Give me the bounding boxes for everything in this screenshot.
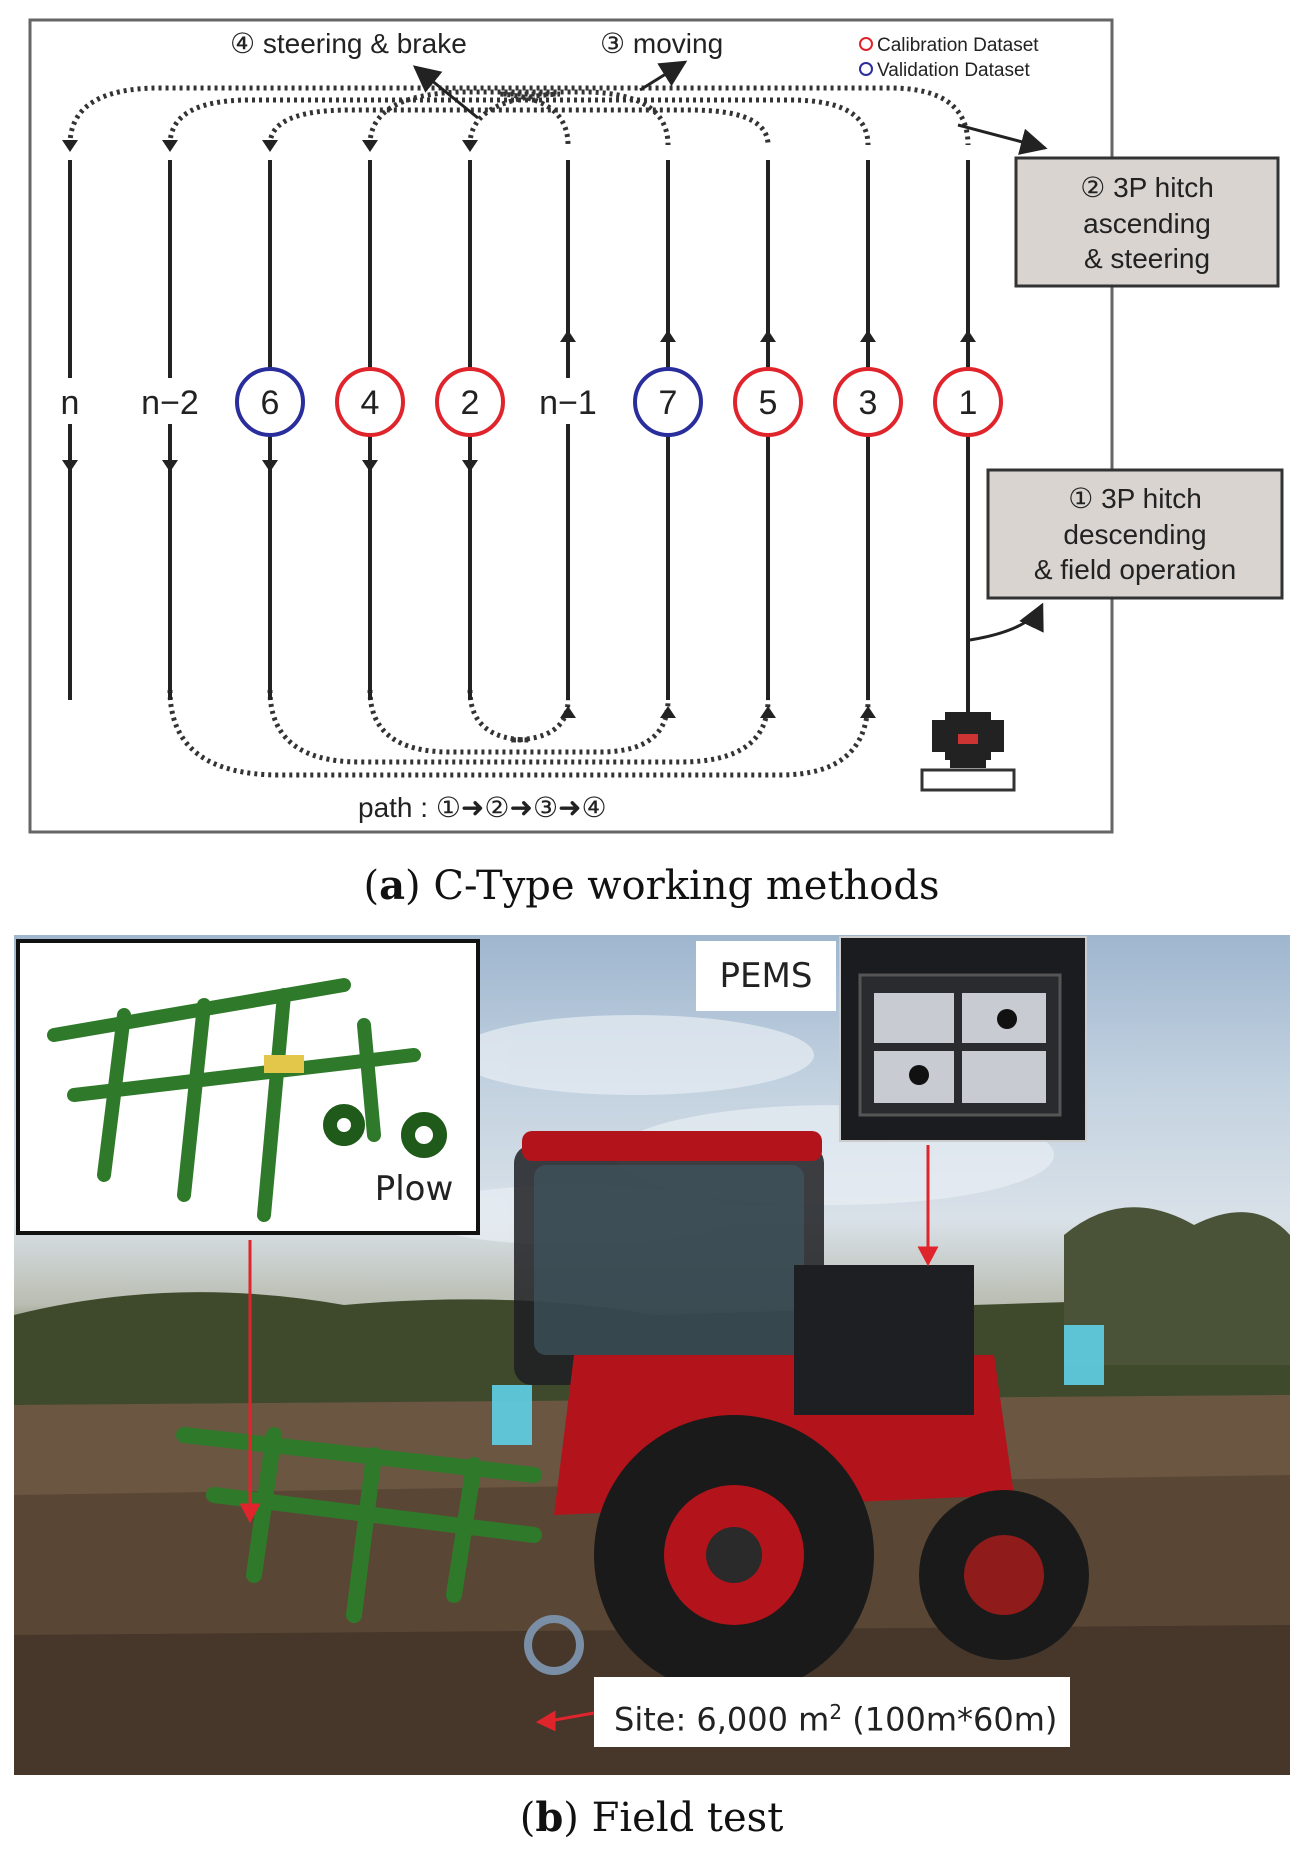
caption-a-text: ) C-Type working methods: [405, 863, 940, 909]
legend-calibration: Calibration Dataset: [877, 35, 1039, 56]
legend-validation: Validation Dataset: [877, 60, 1031, 81]
tractor-icon: [920, 712, 1016, 792]
box-1-line-3: & field operation: [1034, 554, 1236, 585]
c-type-working-methods-diagram: n n−2 6 4 2 n−1 7 5 3 1 ④ steering & bra…: [28, 18, 1284, 834]
lane-label-4: 4: [361, 384, 380, 422]
pems-label: PEMS: [696, 941, 836, 1011]
lane-circle-6: [235, 367, 305, 437]
box-2-line-2: ascending: [1083, 208, 1211, 239]
label-path: path : ①➜②➜③➜④: [358, 792, 607, 823]
lane-label-2: 2: [461, 384, 480, 422]
arrow-steering-brake: [412, 65, 479, 120]
field-test-scene: [14, 936, 1290, 1775]
lane-markers: [50, 367, 1003, 437]
caption-a-letter: a: [379, 862, 406, 909]
lane-label-7: 7: [659, 384, 678, 422]
field-test-photo: PEMS Plow Site: 6,000 m2 (100m*60m): [14, 935, 1290, 1775]
lane-label-3: 3: [859, 384, 878, 422]
arrow-to-box-2: [957, 123, 1048, 155]
top-turn-paths: [67, 85, 971, 146]
lane-labels: n n−2 6 4 2 n−1 7 5 3 1: [61, 384, 978, 422]
bottom-turn-paths: [167, 689, 871, 778]
legend-calibration-marker: [859, 37, 873, 51]
legend: Calibration Dataset Validation Dataset: [859, 35, 1039, 81]
box-2-line-1: ② 3P hitch: [1080, 172, 1214, 203]
lane-circle-2: [435, 367, 505, 437]
site-label: Site: 6,000 m2 (100m*60m): [594, 1677, 1070, 1747]
lane-circle-4: [335, 367, 405, 437]
plow-in-field: [176, 1427, 542, 1623]
caption-a: (a) C-Type working methods: [363, 862, 940, 909]
box-1-line-2: descending: [1063, 519, 1206, 550]
pems-label-text: PEMS: [719, 956, 813, 996]
box-hitch-ascending: [1014, 156, 1280, 288]
arrow-moving: [639, 60, 688, 92]
box-1-line-1: ① 3P hitch: [1068, 483, 1202, 514]
box-2-line-3: & steering: [1084, 243, 1210, 274]
caption-b-text: ) Field test: [563, 1795, 784, 1841]
caption-b: (b) Field test: [519, 1794, 784, 1841]
lane-circle-3: [833, 367, 903, 437]
tractor: [492, 1131, 1104, 1695]
label-steering-brake: ④ steering & brake: [230, 28, 467, 59]
direction-arrows: [62, 140, 976, 718]
plow-label-text: Plow: [374, 1169, 454, 1209]
lane-label-5: 5: [759, 384, 778, 422]
red-arrows: [239, 1145, 939, 1732]
lane-label-n-2: n−2: [141, 384, 199, 422]
box-hitch-descending: [986, 468, 1284, 600]
diagram-frame: [28, 18, 1114, 834]
caption-b-letter: b: [535, 1794, 564, 1841]
plow-label: Plow: [358, 1153, 470, 1225]
label-moving: ③ moving: [600, 28, 723, 59]
lane-label-6: 6: [261, 384, 280, 422]
site-label-superscript: 2: [829, 1700, 843, 1724]
site-label-text: Site: 6,000 m: [614, 1700, 830, 1739]
lane-label-1: 1: [959, 384, 978, 422]
lane-circle-7: [633, 367, 703, 437]
legend-validation-marker: [859, 62, 873, 76]
lane-circle-5: [733, 367, 803, 437]
lane-label-n-1: n−1: [539, 384, 597, 422]
lane-circle-1: [933, 367, 1003, 437]
site-label-dimensions: (100m*60m): [842, 1700, 1058, 1739]
arrow-to-box-1: [969, 602, 1044, 642]
lane-label-n: n: [61, 384, 80, 422]
plow-inset-image: [47, 978, 447, 1222]
